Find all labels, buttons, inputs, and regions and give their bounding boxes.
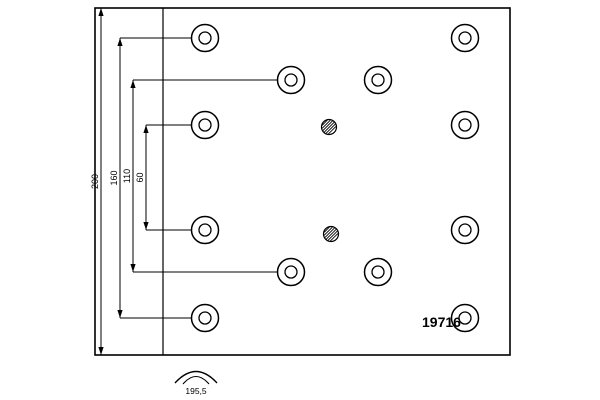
rivet-hole [450, 215, 480, 245]
dimension: 60 [135, 125, 149, 230]
dimension-arrow [98, 347, 104, 355]
rivet-hole [276, 257, 306, 287]
part-number: 19716 [422, 314, 461, 330]
dimension: 110 [122, 80, 136, 272]
hatched-hole [322, 225, 340, 243]
rivet-hole [450, 303, 480, 333]
rivet-hole [190, 110, 220, 140]
dimension: 200 [90, 8, 104, 355]
rivet-hole [190, 303, 220, 333]
dimension-label: 200 [90, 174, 100, 189]
rivet-hole [450, 23, 480, 53]
dimension: 160 [109, 38, 123, 318]
dimension-arrow [143, 222, 149, 230]
dimension-arrow [130, 264, 136, 272]
rivet-hole [363, 257, 393, 287]
rivet-hole [363, 65, 393, 95]
dimension-label: 160 [109, 170, 119, 185]
dimension-arrow [117, 38, 123, 46]
rivet-hole [276, 65, 306, 95]
rivet-hole [190, 215, 220, 245]
dimension-label: 110 [122, 169, 132, 183]
part-outline [94, 7, 511, 356]
dimension-label: 60 [135, 172, 145, 182]
holes-layer [190, 23, 480, 333]
dimension-arrow [143, 125, 149, 133]
dimension-arrow [98, 8, 104, 16]
rivet-hole [190, 23, 220, 53]
arc-outer-curve [174, 370, 218, 384]
rivet-hole [450, 110, 480, 140]
arc-curvature-symbol [174, 370, 218, 385]
dimension-arrow [117, 310, 123, 318]
arc-width-label: 195,5 [185, 386, 207, 396]
hatched-hole [320, 118, 338, 136]
dimension-arrow [130, 80, 136, 88]
arc-inner-curve [182, 375, 210, 385]
